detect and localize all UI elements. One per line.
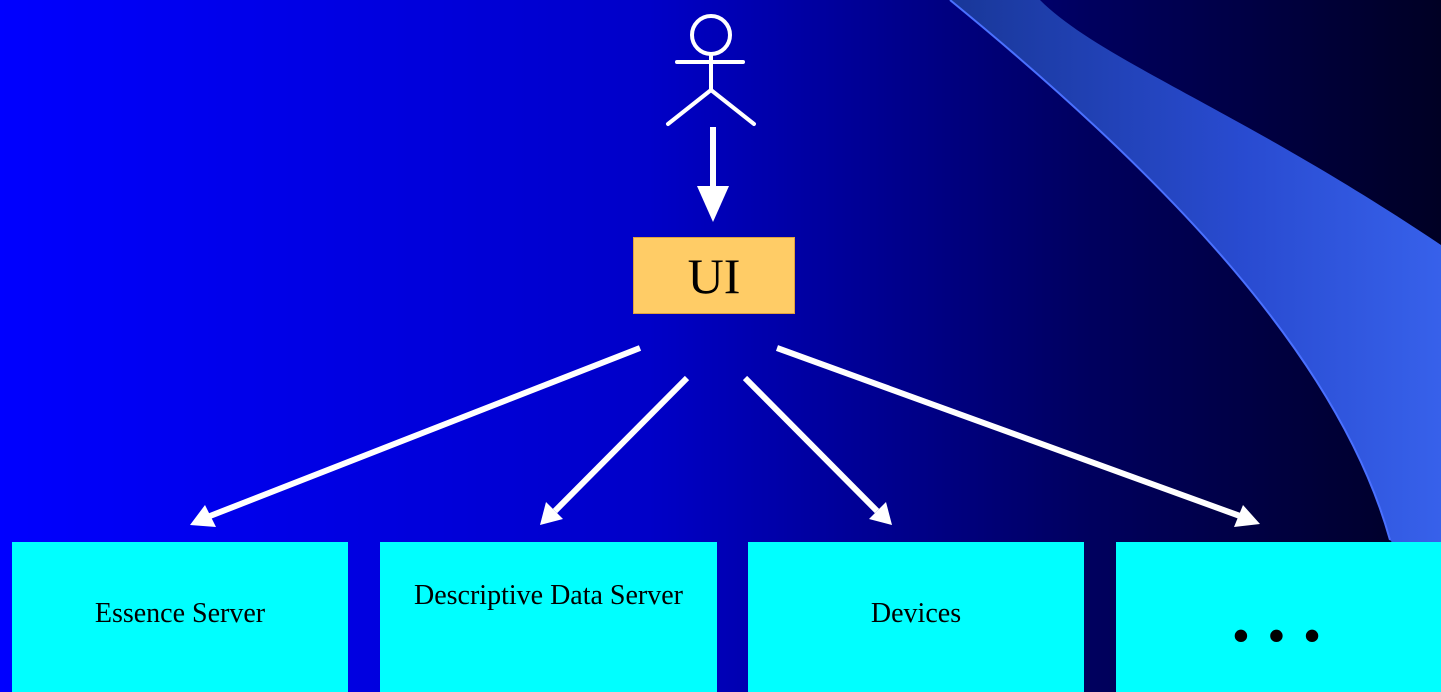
devices-label: Devices (870, 598, 962, 629)
arrow-ui-to-essence-server (190, 345, 642, 527)
arrow-ui-to-descriptive-data-server (540, 375, 690, 525)
devices-box: Devices (748, 542, 1084, 692)
arrow-ui-to-devices (742, 375, 892, 525)
essence-server-box: Essence Server (12, 542, 348, 692)
arrow-actor-to-ui (697, 127, 729, 222)
ellipsis-label: • • • (1232, 610, 1325, 661)
decorative-swoosh (950, 0, 1441, 600)
ui-box: UI (633, 237, 795, 314)
descriptive-data-server-box: Descriptive Data Server (380, 542, 717, 692)
ui-box-label: UI (687, 247, 741, 304)
stick-figure-icon (666, 14, 756, 126)
descriptive-data-server-label: Descriptive Data Server (414, 580, 683, 611)
decorative-swoosh-edge (949, 0, 1391, 541)
essence-server-label: Essence Server (94, 598, 266, 629)
more-box: • • • (1116, 542, 1441, 692)
arrow-ui-to-more (775, 345, 1260, 527)
